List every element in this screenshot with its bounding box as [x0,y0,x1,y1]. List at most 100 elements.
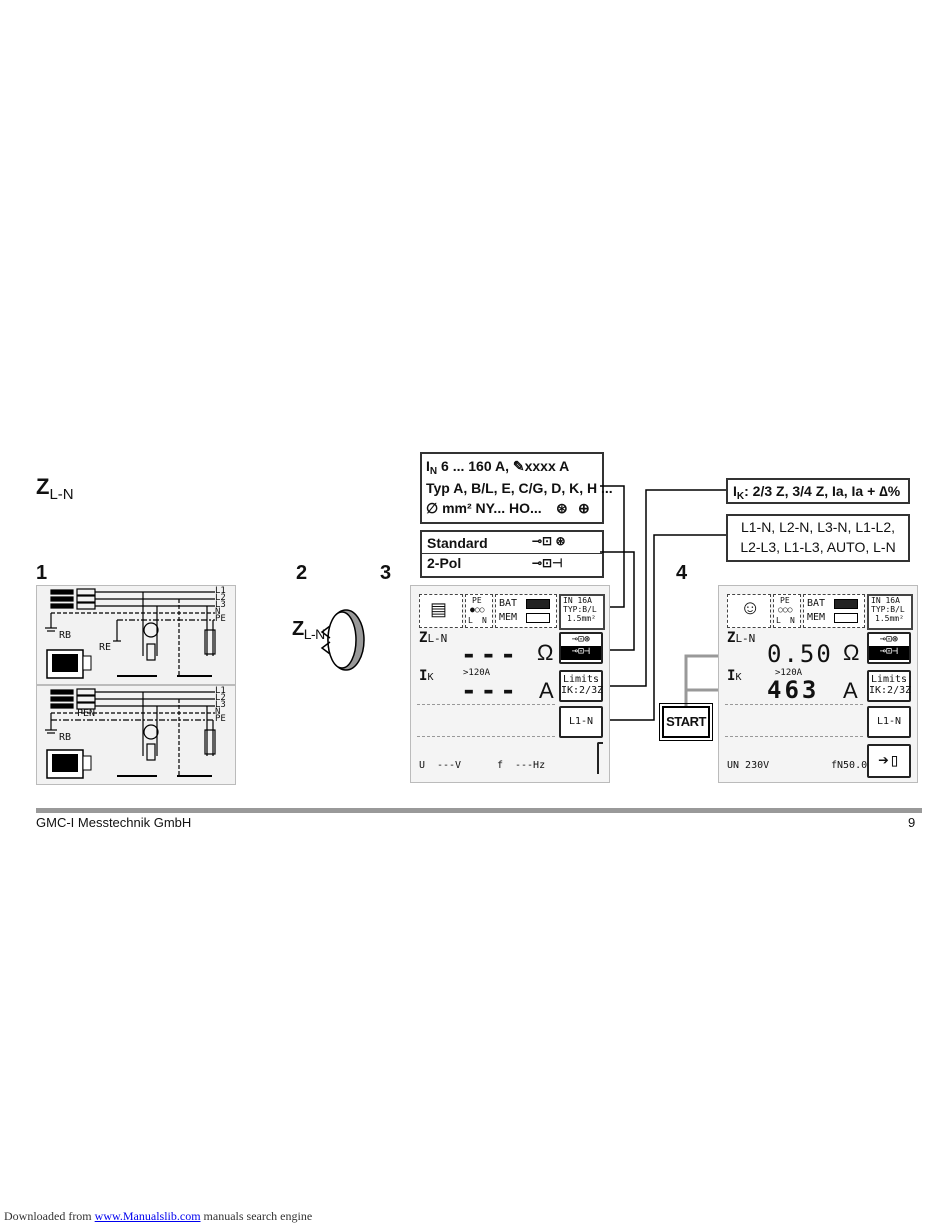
fuse-settings-box[interactable]: IN 16A TYP:B/L 1.5mm² [559,594,605,630]
edit-icon: ✎ [512,458,525,474]
nominal-frequency: fN50.0Hz [831,760,880,771]
probe-mode-button[interactable]: ⊸⊡⊛ ⊸⊡⊣ [559,632,603,664]
person-icon-box: ☺ [727,594,771,628]
bat-label: BAT [499,598,518,609]
freq-value: ---Hz [515,760,546,771]
download-note: Downloaded from www.Manualslib.com manua… [4,1209,312,1224]
limits-button-4[interactable]: Limits IK:2/3Z [867,670,911,702]
n-label-4: N [790,616,795,625]
status-box-4: BAT MEM [803,594,865,628]
fuse-mm-4: 1.5mm² [875,614,904,623]
z-unit-4: Ω [843,640,860,665]
phase-select-button[interactable]: L1-N [559,706,603,738]
limits-sub: IK:2/3Z [561,685,604,696]
probe-mode-button-4[interactable]: ⊸⊡⊛ ⊸⊡⊣ [867,632,911,664]
title-main: Z [36,474,50,499]
fuse-typ: TYP:B/L [563,605,597,614]
wiring-diagram-top: L1 L2 L3 N PE RB RE [36,585,236,685]
rotary-switch[interactable]: ZL-N [292,606,372,676]
label-n-top: N [215,607,221,617]
ik-over-4: >120A [775,668,803,678]
step-number-1: 1 [36,562,47,584]
n-label: N [482,616,487,625]
probe-2pol-mini-icon-4: ⊸⊡⊣ [869,646,909,660]
pe-label: PE [472,596,482,605]
label-l3-bottom: L3 [215,700,226,710]
info-ik-box: IK: 2/3 Z, 3/4 Z, Ia, Ia + ∆% [726,478,910,504]
ik-unit: A [539,678,554,703]
l-label-4: L [776,616,781,625]
rotary-label-main: Z [292,618,304,640]
limits-label: Limits [562,674,600,685]
info-mode-box: Standard 2-Pol ⊸⊡ ⊛ ⊸⊡⊣ [420,530,604,578]
label-l2-top: L2 [215,593,226,603]
step-number-4: 4 [676,562,687,584]
person-icon: ☺ [740,597,761,619]
store-arrow-icon: ➔▯ [878,750,900,771]
z-unit: Ω [537,640,554,665]
ik-value: --- [461,676,520,706]
footer-rule [36,808,922,813]
download-prefix: Downloaded from [4,1209,95,1223]
battery-icon [526,599,550,609]
fuse-typ-4: TYP:B/L [871,605,905,614]
limits-sub-4: IK:2/3Z [869,685,912,696]
z-letter: Z [419,630,428,646]
fuse-line-3: ∅ mm² NY... HO... [426,500,542,516]
save-to-memory-button[interactable]: ➔▯ [867,744,911,778]
probe-standard-mini-icon: ⊸⊡⊛ [571,634,591,645]
cable-multi-icon: ⊕ [578,500,590,516]
wiring-diagram-bottom: L1 L2 L3 N PE PEN RB [36,685,236,785]
probe-2pol-icon: ⊸⊡⊣ [532,556,563,570]
step-number-2: 2 [296,562,307,584]
memory-icon-4 [834,613,858,623]
download-suffix: manuals search engine [200,1209,313,1223]
fuse-device-icon: ▤ [430,599,448,619]
probe-standard-mini-icon-4: ⊸⊡⊛ [879,634,899,645]
z-sub-4: L-N [735,632,756,645]
status-box: BAT MEM [495,594,557,628]
ik-label: IK [419,668,433,684]
row-divider-2 [417,736,555,737]
footer-page-number: 9 [908,815,916,830]
mem-label-4: MEM [807,612,826,623]
phase-select-button-4[interactable]: L1-N [867,706,911,738]
connection-box-4: PE L N ○○○ [773,594,801,628]
connection-dots-icon-4: ○○○ [778,605,793,614]
start-button[interactable]: START [659,703,713,741]
rotary-knob-icon [320,609,365,671]
fuse-line-1: IN 6 ... 160 A, ✎xxxx A [426,458,569,477]
fuse-settings-box-4[interactable]: IN 16A TYP:B/L 1.5mm² [867,594,913,630]
empty-softkey-bracket [597,742,603,774]
z-label-4: ZL-N [727,630,755,646]
label-l3-top: L3 [215,600,226,610]
ik-i: I [733,483,737,499]
fuse-i: I [426,458,430,474]
ik-sub-label-4: K [735,672,742,683]
nominal-voltage: UN 230V [727,760,770,771]
manualslib-link[interactable]: www.Manualslib.com [94,1209,201,1223]
phases-line-2: L2-L3, L1-L3, AUTO, L-N [740,539,896,555]
wiring-bottom-svg [45,688,216,779]
ik-line: IK: 2/3 Z, 3/4 Z, Ia, Ia + ∆% [733,483,900,502]
ik-value-4: 463 [767,676,820,704]
label-rb-bottom: RB [59,732,72,743]
device-icon-box: ▤ [419,594,463,628]
limits-label-4: Limits [870,674,908,685]
device-screen-4: ☺ PE L N ○○○ BAT MEM IN 16A TYP:B/L 1.5m… [718,585,918,783]
connection-box: PE L N ●○○ [465,594,493,628]
fuse-in: IN 16A [563,596,592,605]
page-title: ZL-N [36,474,74,503]
row-divider-2-4 [725,736,863,737]
bat-label-4: BAT [807,598,826,609]
label-rb-top: RB [59,630,72,641]
limits-button[interactable]: Limits IK:2/3Z [559,670,603,702]
label-pe-top: PE [215,614,226,624]
probe-standard-icon: ⊸⊡ ⊛ [532,534,566,548]
z-label: ZL-N [419,630,447,646]
ik-letter: I [419,668,428,684]
z-value-4: 0.50 [767,640,833,668]
info-fuse-box: IN 6 ... 160 A, ✎xxxx A Typ A, B/L, E, C… [420,452,613,524]
device-screen-3: ▤ PE L N ●○○ BAT MEM IN 16A TYP:B/L 1.5m… [410,585,610,783]
fuse-range: 6 ... 160 A, [437,458,513,474]
